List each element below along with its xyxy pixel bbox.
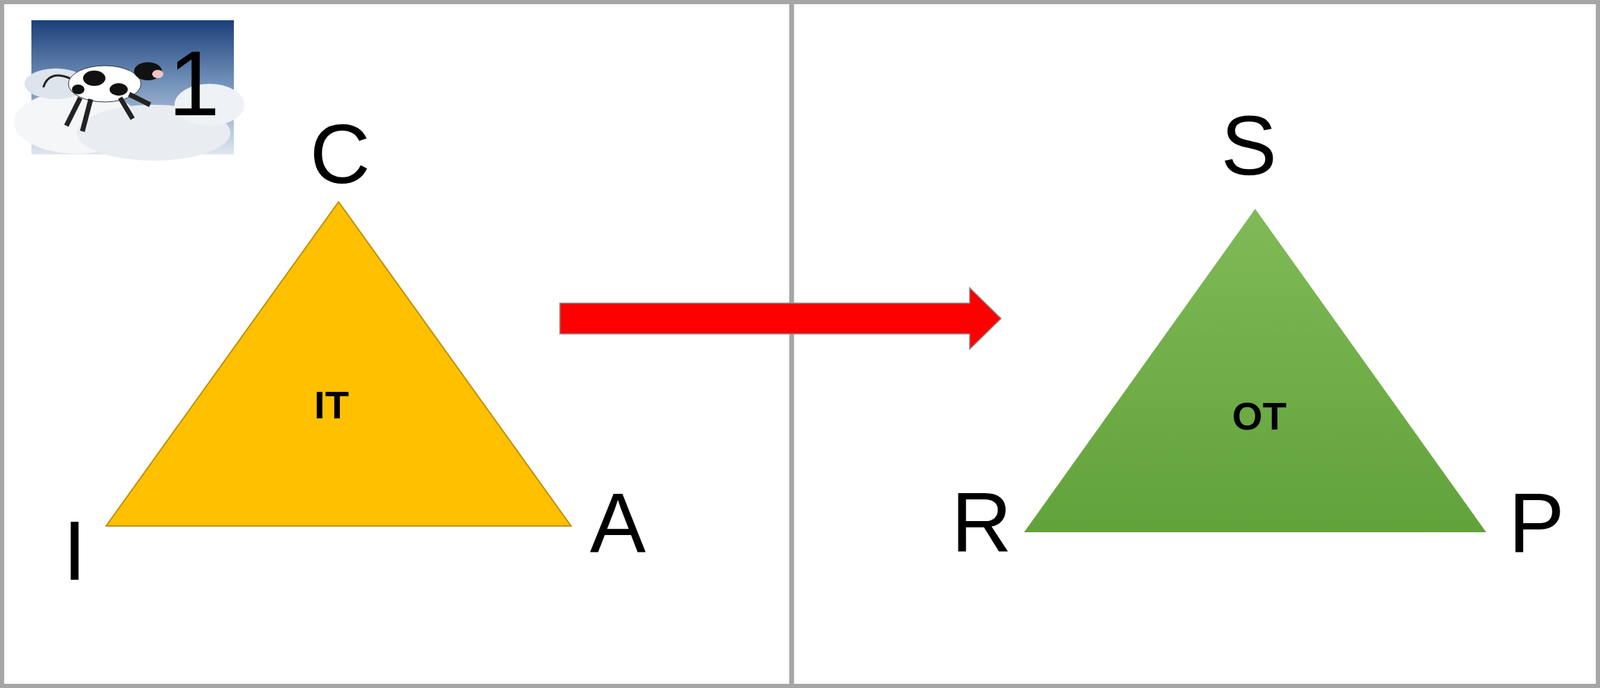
- triangle-node: IT: [105, 201, 572, 527]
- cow-picture: [13, 20, 245, 161]
- triangle-shape: [1023, 208, 1487, 533]
- vertex-label: R: [951, 480, 1013, 565]
- vertex-label: A: [589, 480, 646, 565]
- triangle-node: OT: [1023, 208, 1487, 533]
- vertex-label: P: [1508, 480, 1565, 565]
- triangle-shape: [105, 201, 572, 527]
- vertex-label: I: [62, 508, 86, 592]
- block-arrow: [559, 287, 1002, 350]
- slide-number: 1: [168, 37, 220, 130]
- node-label: OT: [1232, 393, 1287, 439]
- panel-divider: [789, 2, 795, 686]
- node-label: IT: [314, 381, 350, 428]
- vertex-label: C: [309, 111, 371, 196]
- vertex-label: S: [1220, 103, 1277, 188]
